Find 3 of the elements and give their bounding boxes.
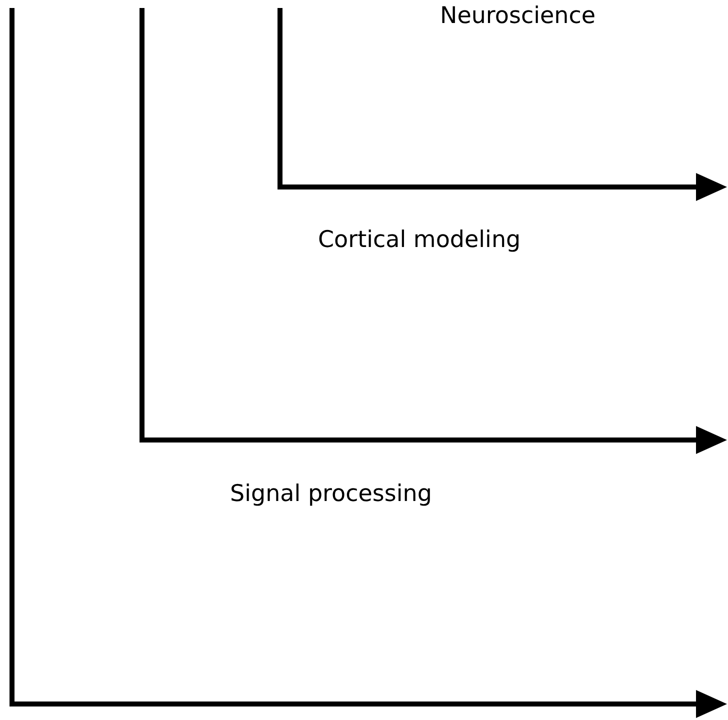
- axis-label: Signal processing: [230, 482, 432, 508]
- axis-label: Neuroscience: [440, 4, 596, 30]
- axis-label: Cortical modeling: [318, 228, 521, 254]
